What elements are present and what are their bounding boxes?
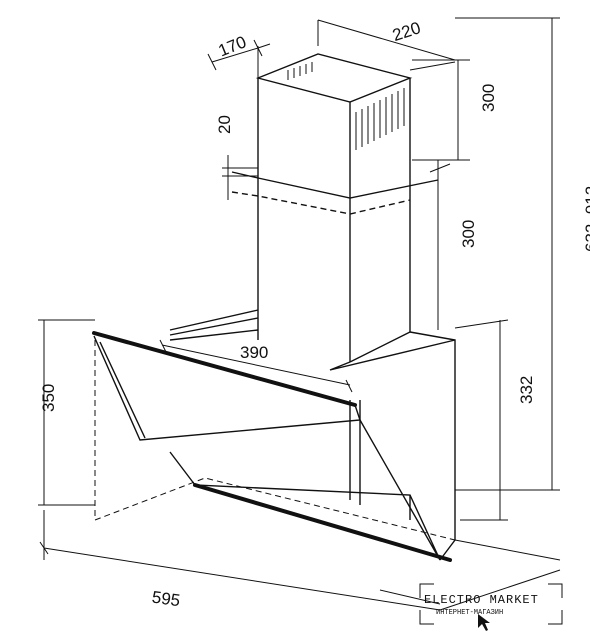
chimney-overlap-band: [231, 171, 439, 215]
upper-chimney: [255, 53, 413, 363]
electro-market-logo: ELECTRO MARKET ИНТЕРНЕТ-МАГАЗИН: [419, 583, 563, 631]
glass-panel: [92, 331, 452, 562]
logo-name: ELECTRO MARKET: [424, 593, 539, 607]
logo-tagline: ИНТЕРНЕТ-МАГАЗИН: [436, 609, 503, 617]
dimension-body-depth: 390: [159, 339, 353, 393]
dimension-upper-chimney-height: 300: [412, 59, 498, 161]
dim-label-300-upper: 300: [479, 84, 498, 112]
dimension-width: 595: [39, 510, 561, 611]
dimension-chimney-depth: 170: [207, 32, 271, 78]
dim-label-332: 332: [517, 376, 536, 404]
dim-label-390: 390: [240, 343, 268, 362]
dimension-overlap: 20: [215, 115, 258, 200]
dimension-total-height: 632–912: [455, 17, 590, 491]
dim-label-300-lower: 300: [459, 220, 478, 248]
dimension-chimney-width: 220: [317, 18, 456, 71]
vent-slots-back: [287, 62, 313, 80]
dimension-glass-height: 350: [38, 319, 95, 506]
hood-body: [94, 309, 456, 561]
dim-label-20: 20: [215, 115, 234, 134]
dim-label-632-912: 632–912: [582, 186, 590, 252]
cursor-icon: [478, 614, 490, 631]
dimension-body-height: 332: [454, 319, 536, 521]
dim-label-170: 170: [216, 32, 249, 60]
dim-label-350: 350: [39, 384, 58, 412]
vent-slots-right: [355, 88, 405, 150]
dimension-lower-chimney-height: 300: [429, 160, 478, 330]
dim-label-595: 595: [151, 588, 182, 611]
dim-label-220: 220: [390, 18, 423, 45]
